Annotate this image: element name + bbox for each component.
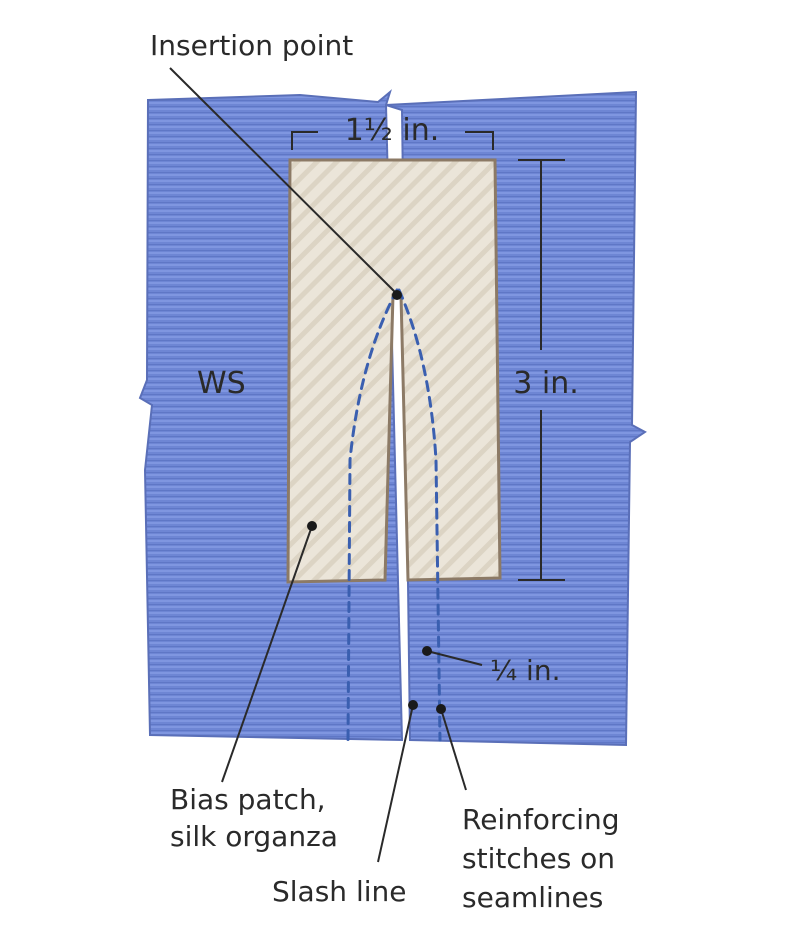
dot-insertion-point <box>392 290 402 300</box>
dot-slash-line <box>408 700 418 710</box>
dot-seam-allowance <box>422 646 432 656</box>
label-seam-allowance: ¼ in. <box>490 654 560 687</box>
leader-bias-patch <box>221 525 313 783</box>
label-insertion-point: Insertion point <box>150 29 353 62</box>
label-reinforcing-line3: seamlines <box>462 881 603 914</box>
leader-reinforcing <box>440 708 467 791</box>
label-height: 3 in. <box>513 366 579 401</box>
label-ws: WS <box>197 366 246 401</box>
stitch-line-right <box>397 288 442 742</box>
stitch-line-left <box>346 288 399 742</box>
label-width: 1½ in. <box>345 113 440 148</box>
label-reinforcing-line2: stitches on <box>462 842 615 875</box>
leader-insertion-point <box>169 67 398 295</box>
label-bias-patch-line1: Bias patch, <box>170 783 326 816</box>
leader-slash-line <box>377 704 414 863</box>
width-dimension <box>291 131 494 150</box>
leader-lines <box>169 67 483 863</box>
dot-reinforcing <box>436 704 446 714</box>
label-reinforcing-line1: Reinforcing <box>462 803 620 836</box>
dot-bias-patch <box>307 521 317 531</box>
label-bias-patch-line2: silk organza <box>170 820 338 853</box>
height-dimension <box>518 159 565 581</box>
callout-dots <box>307 290 446 714</box>
label-slash-line: Slash line <box>272 875 406 908</box>
leader-seam-allowance <box>426 650 483 666</box>
reinforcing-stitches <box>346 288 442 742</box>
